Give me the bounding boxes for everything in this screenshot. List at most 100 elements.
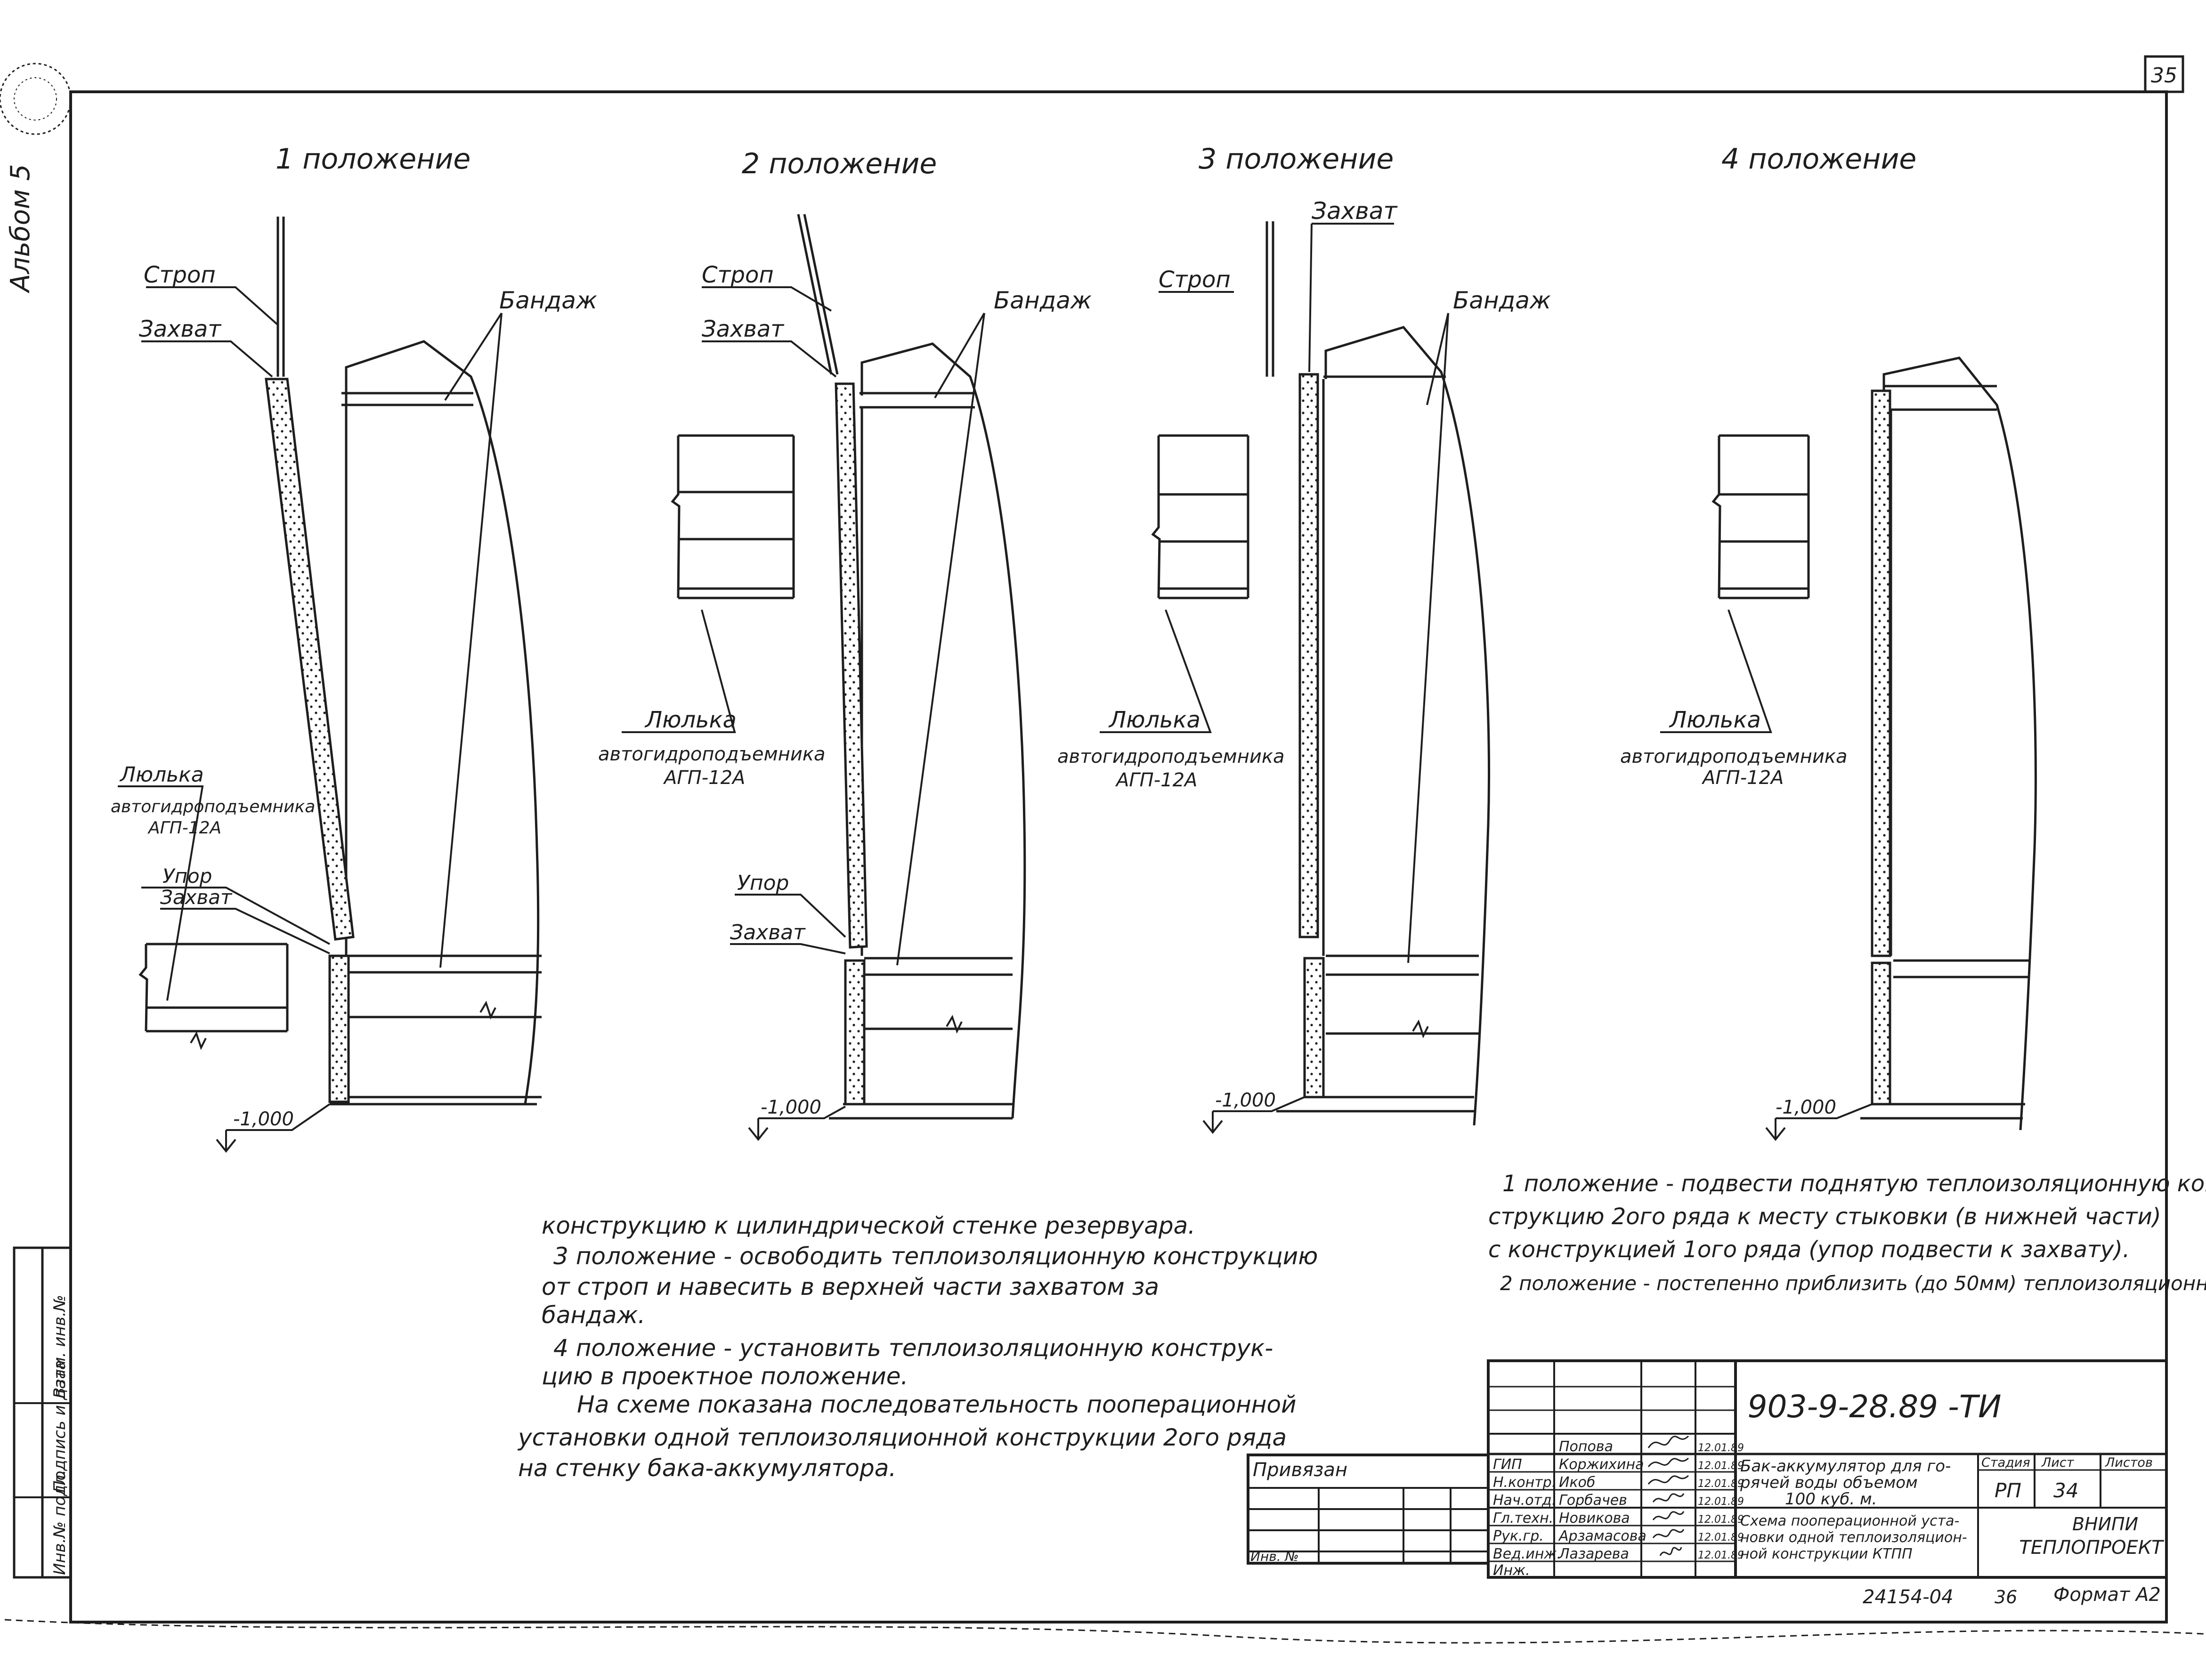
position-4-level-label: -1,000: [1776, 1097, 1836, 1118]
sheet-value: 34: [2053, 1479, 2078, 1502]
position-3-bandazh-label: Бандаж: [1453, 287, 1551, 314]
sheet-format: Формат А2: [2053, 1584, 2161, 1606]
signature-engineer: [1660, 1547, 1681, 1556]
sheet-title-line: новки одной теплоизоляцион-: [1740, 1529, 1967, 1546]
position-2-upor-label: Упор: [737, 871, 789, 895]
position-4-lyulka-label: Люлька: [1669, 707, 1761, 733]
object-name-line: 100 куб. м.: [1785, 1490, 1877, 1509]
position-1-title: 1 положение: [276, 143, 470, 176]
sheet-header: Лист: [2041, 1455, 2075, 1470]
note-right-line: 1 положение - подвести поднятую теплоизо…: [1502, 1171, 2206, 1197]
name-dept-head: Икоб: [1559, 1474, 1595, 1491]
position-2-lyulka-model: АГП-12А: [663, 767, 745, 789]
side-stamp: Инв.№ подл. Подпись и дата Взам. инв.№: [14, 1248, 71, 1577]
date-chief-tech: 12.01.89: [1698, 1496, 1744, 1508]
role-lead-engineer: Вед.инж.: [1493, 1546, 1561, 1562]
position-3-lyulka-model: АГП-12А: [1115, 769, 1197, 791]
organization-line-2: ТЕПЛОПРОЕКТ: [2019, 1537, 2165, 1559]
position-4-lyulka-sub: автогидроподъемника: [1620, 746, 1848, 767]
position-1-upor-label: Упор: [162, 864, 212, 888]
role-group-lead: Рук.гр.: [1493, 1528, 1544, 1544]
position-1-level-label: -1,000: [233, 1108, 294, 1130]
date-engineer: 12.01.89: [1698, 1550, 1744, 1561]
position-3-zakhvat-label: Захват: [1312, 197, 1398, 225]
position-2-lyulka-label: Люлька: [644, 707, 737, 733]
position-4-insulation-row2: [1872, 391, 1890, 956]
position-4-insulation-row1: [1872, 963, 1890, 1104]
note-right-line: струкцию 2ого ряда к месту стыковки (в н…: [1488, 1203, 2161, 1230]
privyazan-label: Привязан: [1253, 1459, 1347, 1481]
notes-left: конструкцию к цилиндрической стенке резе…: [517, 1212, 1318, 1482]
note-left-line: бандаж.: [542, 1301, 645, 1329]
position-2-diagram: Строп Захват Бандаж Люлька автогидроподъ…: [598, 214, 1092, 1139]
position-1-bandazh-label: Бандаж: [499, 287, 597, 314]
signature-lead-engineer: [1653, 1529, 1684, 1538]
position-2-zakhvat-label: Захват: [702, 316, 785, 342]
name-chief-tech: Горбачев: [1559, 1492, 1627, 1509]
binding-block: Привязан Инв. №: [1248, 1455, 1488, 1564]
date-gip: 12.01.89: [1698, 1442, 1744, 1454]
position-3-diagram: Строп Захват Бандаж Люлька автогидроподъ…: [1057, 197, 1551, 1132]
copy-number: 36: [1995, 1587, 2017, 1607]
position-3-level-label: -1,000: [1215, 1090, 1276, 1111]
position-1-zakhvat-bottom-label: Захват: [160, 886, 233, 909]
inventory-number-label: Инв. №: [1250, 1549, 1299, 1564]
role-chief-tech: Гл.техн.: [1493, 1510, 1553, 1527]
position-3-insulation-row1: [1305, 958, 1323, 1097]
archive-seal: [0, 64, 71, 134]
position-4-lyulka-model: АГП-12А: [1701, 767, 1784, 789]
name-gip: Попова: [1559, 1438, 1613, 1455]
signature-dept-head: [1648, 1476, 1688, 1484]
date-norm-control: 12.01.89: [1698, 1460, 1744, 1472]
archive-number: 24154-04: [1863, 1586, 1954, 1608]
position-3-lyulka-sub: автогидроподъемника: [1057, 746, 1285, 767]
position-3-title: 3 положение: [1199, 143, 1394, 176]
note-left-line: 3 положение - освободить теплоизоляционн…: [553, 1243, 1318, 1270]
role-gip: ГИП: [1493, 1456, 1522, 1473]
note-left-line: от строп и навесить в верхней части захв…: [542, 1273, 1159, 1300]
note-left-line: на стенку бака-аккумулятора.: [518, 1454, 896, 1482]
position-1-strop-label: Строп: [144, 262, 216, 288]
stage-header: Стадия: [1981, 1455, 2030, 1470]
position-1-lyulka-model: АГП-12А: [147, 818, 221, 838]
album-label: Альбом 5: [5, 164, 36, 293]
position-3-insulation-row2: [1300, 374, 1318, 937]
stage-value: РП: [1995, 1479, 2021, 1502]
object-name-line: рячей воды объемом: [1740, 1473, 1918, 1492]
position-2-bandazh-label: Бандаж: [994, 287, 1092, 314]
name-engineer: Лазарева: [1558, 1546, 1629, 1562]
role-dept-head: Нач.отд.: [1493, 1492, 1556, 1509]
name-group-lead: Новикова: [1559, 1510, 1630, 1527]
position-1-insulation-row1: [330, 956, 349, 1102]
page-number: 35: [2151, 64, 2177, 88]
position-1-diagram: Строп Захват Бандаж Люлька автогидроподъ…: [111, 217, 597, 1151]
position-2-zakhvat-bottom-label: Захват: [730, 921, 806, 945]
date-dept-head: 12.01.89: [1698, 1478, 1744, 1490]
note-left-line: установки одной теплоизоляционной констр…: [517, 1424, 1287, 1451]
signature-norm-control: [1648, 1458, 1688, 1467]
role-engineer: Инж.: [1493, 1562, 1530, 1579]
name-lead-engineer: Арзамасова: [1558, 1528, 1646, 1544]
note-left-line: На схеме показана последовательность поо…: [577, 1391, 1297, 1418]
note-right-line: с конструкцией 1ого ряда (упор подвести …: [1488, 1236, 2130, 1263]
note-left-line: 4 положение - установить теплоизоляционн…: [553, 1334, 1273, 1362]
position-1-insulation-row2: [266, 379, 353, 939]
position-4-diagram: Люлька автогидроподъемника АГП-12А -1,00…: [1620, 358, 2036, 1139]
title-block: 903-9-28.89 -ТИ ГИП Н.контр. Нач.отд. Гл…: [1488, 1361, 2166, 1579]
organization-line-1: ВНИПИ: [2072, 1514, 2138, 1535]
note-left-line: цию в проектное положение.: [542, 1363, 908, 1390]
position-1-zakhvat-label: Захват: [139, 316, 222, 342]
date-group-lead: 12.01.89: [1698, 1514, 1744, 1526]
position-3-strop-label: Строп: [1159, 267, 1231, 293]
side-stamp-replace: Взам. инв.№: [50, 1295, 69, 1398]
date-lead-engineer: 12.01.89: [1698, 1532, 1744, 1543]
position-1-lyulka-label: Люлька: [119, 763, 204, 787]
signature-gip: [1648, 1436, 1688, 1448]
position-2-lyulka-sub: автогидроподъемника: [598, 743, 826, 765]
sheet-title-line: ной конструкции КТПП: [1740, 1546, 1913, 1562]
signature-group-lead: [1653, 1511, 1684, 1520]
position-2-level-label: -1,000: [761, 1097, 821, 1118]
sheet-title-line: Схема поопераци­онной уста-: [1740, 1513, 1959, 1529]
position-2-insulation-row1: [845, 961, 864, 1104]
